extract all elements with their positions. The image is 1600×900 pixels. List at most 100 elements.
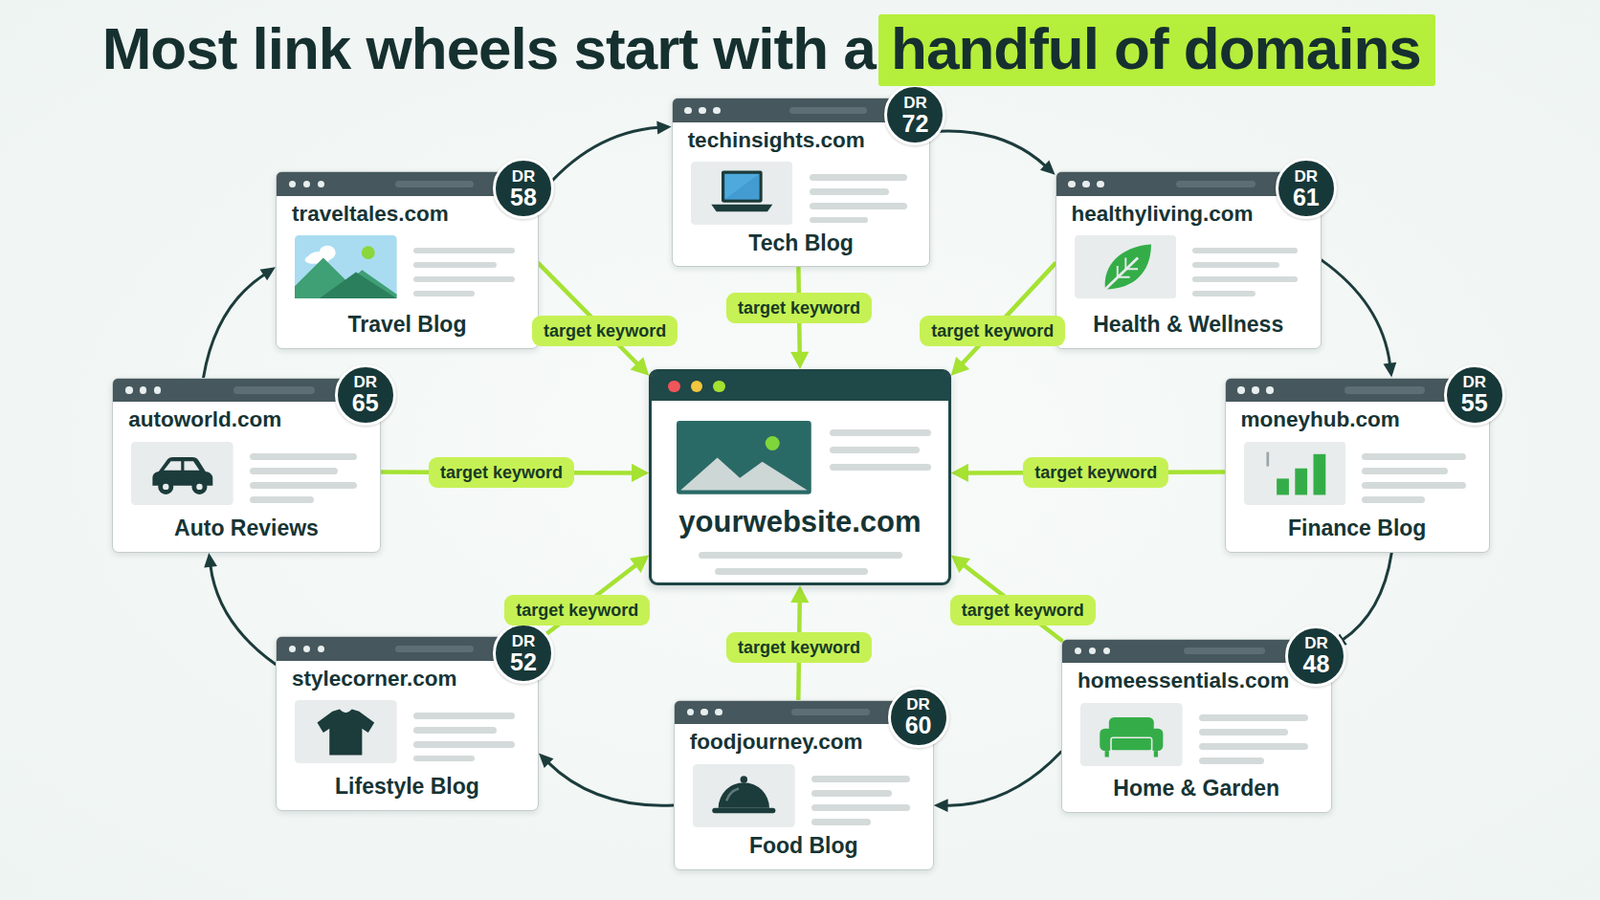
domain-rating-badge: DR58 bbox=[492, 157, 555, 220]
connector-line bbox=[538, 264, 639, 366]
text-placeholder-line bbox=[413, 262, 497, 268]
blog-card: homeessentials.comHome & GardenDR48 bbox=[1061, 639, 1333, 814]
address-bar bbox=[1176, 180, 1256, 188]
rating-label: DR bbox=[353, 374, 378, 391]
address-bar bbox=[395, 180, 475, 188]
landscape-icon-part bbox=[319, 272, 398, 300]
text-placeholder-line bbox=[811, 804, 911, 811]
cloche-icon-part bbox=[740, 776, 748, 783]
laptop-icon-part bbox=[724, 174, 759, 200]
chart-icon-part bbox=[1244, 442, 1347, 506]
wheel-link-arrow bbox=[933, 752, 1062, 813]
rating-value: 60 bbox=[905, 712, 933, 738]
domain-name: traveltales.com bbox=[291, 200, 449, 228]
site-category: Health & Wellness bbox=[1056, 311, 1321, 338]
domain-name: autoworld.com bbox=[128, 406, 282, 434]
text-placeholder-line bbox=[413, 727, 497, 734]
window-dot bbox=[1067, 180, 1075, 188]
domain-rating-badge: DR48 bbox=[1285, 625, 1347, 688]
window-dot bbox=[690, 380, 704, 394]
anchor-text-label: target keyword bbox=[950, 595, 1096, 626]
rating-value: 48 bbox=[1303, 651, 1331, 677]
rating-label: DR bbox=[1462, 374, 1487, 391]
window-dot bbox=[1082, 180, 1089, 188]
window-dot bbox=[288, 180, 296, 188]
connector-line bbox=[538, 127, 660, 197]
text-placeholder-line bbox=[249, 467, 338, 474]
wheel-link-arrow bbox=[1332, 553, 1393, 648]
leaf-icon-part bbox=[1104, 258, 1138, 291]
rating-label: DR bbox=[1304, 635, 1329, 652]
address-bar bbox=[233, 386, 314, 394]
cloche-icon-part bbox=[726, 788, 739, 801]
window-dot bbox=[700, 709, 708, 716]
text-placeholder-line bbox=[1199, 714, 1309, 721]
laptop-icon-part bbox=[724, 174, 759, 200]
domain-name: homeessentials.com bbox=[1077, 667, 1289, 695]
site-category: Lifestyle Blog bbox=[276, 773, 538, 800]
wheel-link-arrow bbox=[930, 131, 1055, 176]
site-category: Tech Blog bbox=[672, 229, 931, 257]
blog-card: autoworld.comAuto ReviewsDR65 bbox=[111, 377, 380, 554]
window-dot bbox=[154, 386, 161, 394]
domain-name: foodjourney.com bbox=[689, 729, 864, 756]
cloche-icon-part bbox=[711, 807, 776, 813]
laptop-icon-part bbox=[721, 171, 763, 203]
diagram-title: Most link wheels start with a handful of… bbox=[102, 12, 1422, 87]
address-bar bbox=[1344, 386, 1424, 394]
shirt-icon-part bbox=[317, 710, 376, 756]
cloche-icon-part bbox=[718, 782, 770, 809]
text-placeholder-line bbox=[413, 755, 475, 762]
rating-value: 61 bbox=[1292, 184, 1320, 210]
car-icon-part bbox=[192, 479, 208, 495]
window-dot bbox=[687, 709, 694, 716]
laptop-icon-part bbox=[690, 161, 794, 225]
text-placeholder-line bbox=[249, 496, 314, 503]
blog-card: stylecorner.comLifestyle BlogDR52 bbox=[275, 636, 539, 811]
site-category: Home & Garden bbox=[1062, 775, 1332, 802]
window-dot bbox=[667, 380, 681, 394]
site-category: Finance Blog bbox=[1225, 514, 1489, 542]
chart-icon-part bbox=[1266, 451, 1269, 467]
connector-line bbox=[203, 273, 266, 378]
window-dot bbox=[317, 645, 325, 653]
rating-value: 55 bbox=[1461, 390, 1489, 416]
text-placeholder-line bbox=[829, 429, 933, 437]
blog-card: foodjourney.comFood BlogDR60 bbox=[673, 700, 934, 871]
text-placeholder-line bbox=[829, 446, 920, 454]
text-placeholder-line bbox=[809, 217, 868, 223]
window-dot bbox=[698, 107, 706, 114]
window-dot bbox=[712, 107, 720, 114]
window-dot bbox=[1251, 386, 1259, 394]
window-dot bbox=[712, 380, 726, 394]
text-placeholder-line bbox=[1361, 453, 1467, 460]
window-dot bbox=[1103, 647, 1111, 655]
rating-value: 72 bbox=[902, 111, 930, 136]
text-placeholder-line bbox=[698, 552, 903, 559]
text-placeholder-line bbox=[1199, 743, 1309, 750]
anchor-text-label: target keyword bbox=[428, 457, 575, 489]
text-placeholder-line bbox=[714, 568, 868, 576]
landscape-icon-part bbox=[294, 235, 398, 299]
shirt-icon bbox=[294, 700, 398, 764]
landscape-icon-part bbox=[294, 258, 398, 300]
shirt-icon-part bbox=[294, 700, 398, 764]
blog-card: healthyliving.comHealth & WellnessDR61 bbox=[1055, 171, 1322, 350]
address-bar bbox=[1183, 647, 1266, 655]
connector-line bbox=[946, 752, 1062, 806]
rating-value: 52 bbox=[510, 649, 537, 675]
arrow-head bbox=[260, 266, 276, 281]
blog-card: moneyhub.comFinance BlogDR55 bbox=[1224, 377, 1490, 554]
landscape-icon-part bbox=[319, 245, 336, 261]
anchor-text-label: target keyword bbox=[532, 315, 678, 347]
domain-name: stylecorner.com bbox=[291, 666, 458, 693]
text-placeholder-line bbox=[249, 482, 357, 489]
car-icon-part bbox=[197, 483, 203, 489]
domain-rating-badge: DR65 bbox=[334, 364, 397, 426]
target-site-card: yourwebsite.com bbox=[648, 369, 952, 586]
hero-image-sun bbox=[765, 436, 780, 451]
anchor-text-label: target keyword bbox=[1022, 457, 1169, 489]
text-placeholder-line bbox=[1192, 262, 1279, 268]
connector-line bbox=[930, 131, 1046, 167]
text-placeholder-line bbox=[413, 247, 516, 254]
